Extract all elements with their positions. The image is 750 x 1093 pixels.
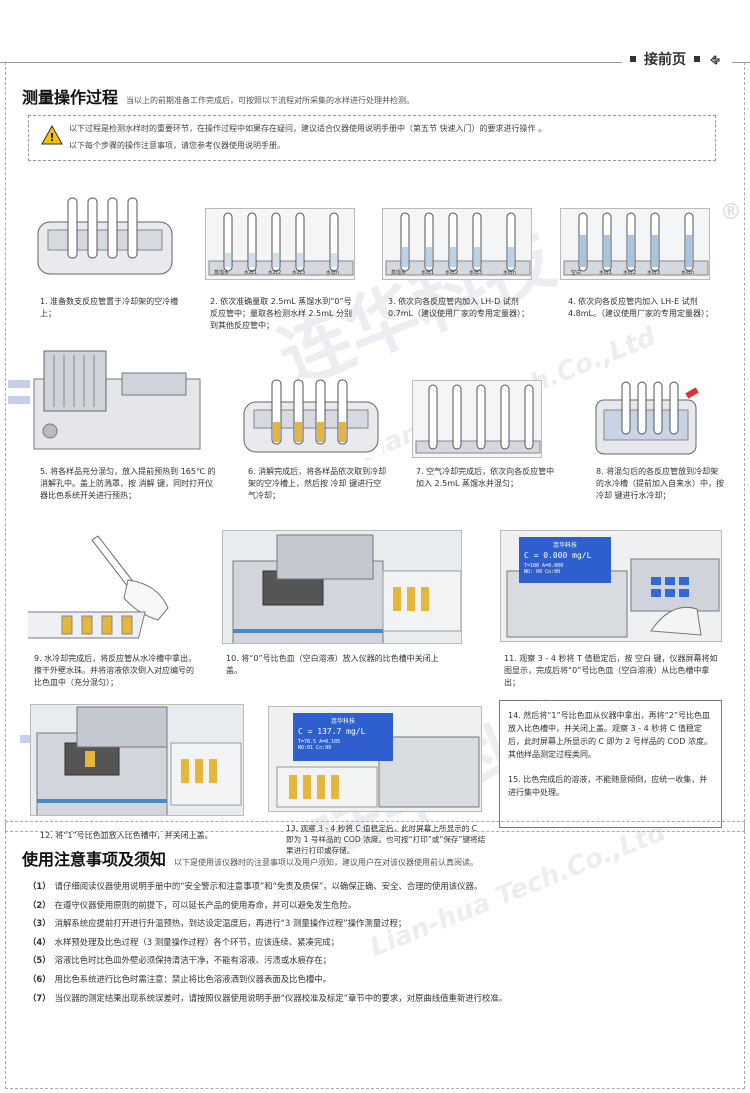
notice-list: （1）请仔细阅读仪器使用说明手册中的“安全警示和注意事项”和“免责及质保”，以确… xyxy=(28,881,718,1011)
item-number: （7） xyxy=(28,992,51,1003)
lcd-reading: C = 0.000 mg/L xyxy=(524,551,592,560)
item-text: 溶液比色时比色皿外壁必须保持清洁干净，不能有溶液、污渍或水痕存在； xyxy=(54,955,331,966)
measurement-panel xyxy=(5,62,745,832)
tube-label: 水样1 xyxy=(244,270,258,276)
step-10-image xyxy=(222,530,462,644)
tube-label: 水样n xyxy=(326,270,340,276)
lcd-reading: C = 137.7 mg/L xyxy=(298,727,366,736)
hand-pointer-icon xyxy=(710,55,720,65)
step-8-caption: 8. 将混匀后的各反应管放到冷却架的水冷槽（提前加入自来水）中，按 冷却 键进行… xyxy=(596,467,724,500)
lcd-row: T=100 A=0.000 xyxy=(524,563,564,569)
lcd-screen: 连华科技 C = 0.000 mg/L T=100 A=0.000 NO: 00… xyxy=(519,537,611,583)
step-1-image xyxy=(30,192,180,284)
step-1-caption: 1. 准备数支反应管置于冷却架的空冷槽上； xyxy=(40,297,179,318)
list-item: （5）溶液比色时比色皿外壁必须保持清洁干净，不能有溶液、污渍或水痕存在； xyxy=(28,955,718,974)
tube-label: 水样2 xyxy=(445,270,459,276)
lcd-brand: 连华科技 xyxy=(330,718,355,725)
tube-label: 空白 xyxy=(571,270,582,276)
section2-header: 使用注意事项及须知 以下是使用该仪器时的注意事项以及用户须知，建议用户在对该仪器… xyxy=(22,846,478,870)
notice-line-2: 以下每个步骤的操作注意事项，请您参考仪器使用说明手册。 xyxy=(69,141,285,150)
item-text: 请仔细阅读仪器使用说明手册中的“安全警示和注意事项”和“免责及质保”，以确保正确… xyxy=(54,881,483,891)
list-item: （7）当仪器的测定结果出现系统误差时，请按照仪器使用说明手册“仪器校准及标定”章… xyxy=(28,993,718,1012)
step-5-caption: 5. 将各样品充分混匀，放入提前预热到 165℃ 的消解孔中。盖上防溅罩，按 消… xyxy=(40,467,216,500)
svg-text:!: ! xyxy=(49,131,54,144)
tube-label: 水样1 xyxy=(421,270,435,276)
logo-bar xyxy=(8,380,48,388)
step-5-image xyxy=(30,345,205,453)
item-number: （3） xyxy=(28,918,51,929)
tag-marker xyxy=(694,56,700,62)
list-item: （4）水样预处理及比色过程（3 测量操作过程）各个环节，应该连续、紧凑完成； xyxy=(28,937,718,956)
tube-label: 水样1 xyxy=(599,270,613,276)
tube-label: 蒸馏水 xyxy=(391,270,407,276)
step-6-caption: 6. 消解完成后，将各样品依次取到冷却架的空冷槽上，然后按 冷却 键进行空气冷却… xyxy=(248,467,387,500)
section1-title: 测量操作过程 xyxy=(22,88,119,107)
step-12-caption: 12. 将“1”号比色皿放入比色槽中，并关闭上盖。 xyxy=(40,831,213,840)
step-15-text: 15. 比色完成后的溶液，不能随意倾倒，应统一收集，并进行集中处理。 xyxy=(508,775,708,797)
step-4-caption: 4. 依次向各反应管内加入 LH-E 试剂 4.8mL。（建议使用厂家的专用定量… xyxy=(568,297,713,318)
step-12-image xyxy=(30,704,244,816)
item-text: 当仪器的测定结果出现系统误差时，请按照仪器使用说明手册“仪器校准及标定”章节中的… xyxy=(54,992,508,1003)
list-item: （6）用比色系统进行比色时需注意：禁止将比色溶液洒到仪器表面及比色槽中。 xyxy=(28,974,718,993)
item-number: （5） xyxy=(28,955,51,966)
notice-line-1: 以下过程是检测水样时的重要环节，在操作过程中如果存在疑问，建议适合仪器使用说明手… xyxy=(69,124,547,133)
tube-label: 水样3 xyxy=(647,270,661,276)
section2-subtitle: 以下是使用该仪器时的注意事项以及用户须知，建议用户在对该仪器使用前认真阅读。 xyxy=(174,858,479,867)
step-13-image: 连华科技 C = 137.7 mg/L T=78.5 A=0.105 NO:01… xyxy=(268,706,482,812)
item-number: （6） xyxy=(28,973,51,984)
list-item: （1）请仔细阅读仪器使用说明手册中的“安全警示和注意事项”和“免责及质保”，以确… xyxy=(28,881,718,900)
tube-label: 水样n xyxy=(503,270,517,276)
section1-header: 测量操作过程 当以上的前期准备工作完成后，可按照以下流程对所采集的水样进行处理并… xyxy=(22,84,414,108)
lcd-row: T=78.5 A=0.105 xyxy=(298,739,341,745)
tube-label: 水样3 xyxy=(469,270,483,276)
item-number: （2） xyxy=(28,899,51,910)
step-9-caption: 9. 水冷却完成后，将反应管从水冷槽中拿出，擦干外壁水珠。并将溶液依次倒入对应编… xyxy=(34,654,197,687)
step-7-caption: 7. 空气冷却完成后，依次向各反应管中加入 2.5mL 蒸馏水并混匀； xyxy=(416,467,555,488)
step-8-image xyxy=(592,380,702,458)
step-13-caption: 13. 观察 3 - 4 秒将 C 值稳定后，此时屏幕上所显示的 C 即为 1 … xyxy=(286,824,486,855)
item-number: （1） xyxy=(28,881,51,891)
step-14-text: 14. 然后将“1”号比色皿从仪器中拿出，再将“2”号比色皿放入比色槽中，并关闭… xyxy=(508,711,712,759)
tube-label: 蒸馏水 xyxy=(214,270,230,276)
lcd-row: NO: 00 Co:00 xyxy=(524,569,561,575)
step-11-image: 连华科技 C = 0.000 mg/L T=100 A=0.000 NO: 00… xyxy=(500,530,722,642)
item-text: 用比色系统进行比色时需注意：禁止将比色溶液洒到仪器表面及比色槽中。 xyxy=(54,973,331,984)
section2-title: 使用注意事项及须知 xyxy=(22,850,167,869)
tube-label: 水样2 xyxy=(268,270,282,276)
notices-panel xyxy=(5,821,745,1089)
tube-label: 水样n xyxy=(681,270,695,276)
tube-label: 水样3 xyxy=(292,270,306,276)
list-item: （3）消解系统应提前打开进行升温预热，到达设定温度后，再进行“3 测量操作过程”… xyxy=(28,918,718,937)
step-11-caption: 11. 观察 3 - 4 秒将 T 值稳定后，按 空白 键，仪器屏幕将如图显示，… xyxy=(504,654,718,687)
tube-label: 水样2 xyxy=(623,270,637,276)
item-number: （4） xyxy=(28,936,51,947)
notice-box: ! 以下过程是检测水样时的重要环节，在操作过程中如果存在疑问，建议适合仪器使用说… xyxy=(28,115,716,161)
step-2-image: 蒸馏水 水样1 水样2 水样3 水样n xyxy=(205,208,355,280)
lcd-screen: 连华科技 C = 137.7 mg/L T=78.5 A=0.105 NO:01… xyxy=(293,713,393,761)
list-item: （2）在遵守仪器使用原则的前提下，可以延长产品的使用寿命，并可以避免发生危险。 xyxy=(28,900,718,919)
step-7-image xyxy=(412,380,542,458)
warning-icon: ! xyxy=(41,125,63,145)
step-2-caption: 2. 依次准确量取 2.5mL 蒸馏水到“0”号反应管中；量取各检测水样 2.5… xyxy=(210,297,353,330)
step-10-caption: 10. 将“0”号比色皿（空白溶液）放入仪器的比色槽中关闭上盖。 xyxy=(226,654,439,675)
top-rule xyxy=(0,62,750,63)
steps-14-15-box: 14. 然后将“1”号比色皿从仪器中拿出，再将“2”号比色皿放入比色槽中，并关闭… xyxy=(499,700,722,828)
item-text: 消解系统应提前打开进行升温预热，到达设定温度后，再进行“3 测量操作过程”操作测… xyxy=(54,918,407,929)
logo-bar xyxy=(8,396,42,404)
step-9-image xyxy=(28,528,203,646)
step-6-image xyxy=(238,378,383,458)
step-4-image: 空白 水样1 水样2 水样3 水样n xyxy=(560,208,710,280)
section1-subtitle: 当以上的前期准备工作完成后，可按照以下流程对所采集的水样进行处理并检测。 xyxy=(126,96,415,105)
tag-marker xyxy=(630,56,636,62)
item-text: 水样预处理及比色过程（3 测量操作过程）各个环节，应该连续、紧凑完成； xyxy=(54,936,339,947)
continued-label: 接前页 xyxy=(644,52,686,68)
lcd-row: NO:01 Co:99 xyxy=(298,745,332,751)
item-text: 在遵守仪器使用原则的前提下，可以延长产品的使用寿命，并可以避免发生危险。 xyxy=(54,899,357,910)
step-3-image: 蒸馏水 水样1 水样2 水样3 水样n xyxy=(382,208,532,280)
continued-tag: 接前页 xyxy=(622,49,732,69)
step-3-caption: 3. 依次向各反应管内加入 LH-D 试剂 0.7mL（建议使用厂家的专用定量器… xyxy=(388,297,529,318)
lcd-brand: 连华科技 xyxy=(552,542,577,549)
